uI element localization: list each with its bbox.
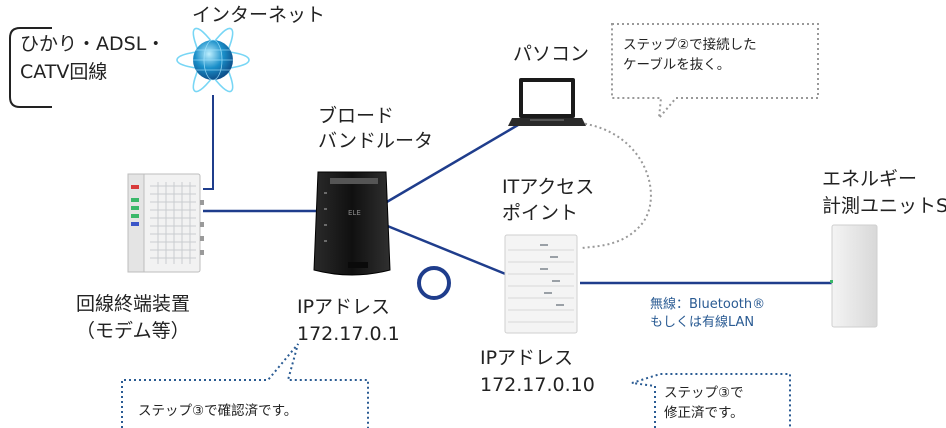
callout-pc-shape [611,23,819,122]
isp-bracket [9,27,52,108]
cables [203,123,832,285]
isp-types-label: ひかり・ADSL・ CATV回線 [20,33,166,83]
wireless-link-label: 無線：Bluetooth® もしくは有線LAN [650,297,766,330]
ring-marker [417,266,451,300]
internet-label: インターネット [192,4,326,26]
pc-label: パソコン [513,43,590,65]
ap-ip-label: IPアドレス 172.17.0.10 [480,347,595,396]
cable-router-ap [384,223,509,277]
router-ip-label: IPアドレス 172.17.0.1 [297,296,400,345]
energy-unit-label: エネルギー 計測ユニットS [822,168,946,217]
svg-text:ELE: ELE [348,209,361,217]
removed-cable [579,122,652,249]
callout-ap-shape [631,373,791,428]
router-label: ブロード バンドルータ [318,105,433,152]
pc-callout-text: ステップ②で接続した ケーブルを抜く。 [623,37,757,73]
cable-router-pc [384,123,519,205]
energy-unit-icon [830,224,878,328]
modem-label: 回線終端装置 （モデム等） [76,293,191,342]
laptop-icon [508,78,586,126]
cable-internet-modem [203,95,214,190]
callout-router-shape [121,343,369,428]
access-point-label: ITアクセス ポイント [502,176,595,224]
router-icon: ELE [313,171,391,276]
router-callout-text: ステップ③で確認済です。 [138,403,298,419]
ap-callout-text: ステップ③で 修正済です。 [664,385,744,421]
access-point-icon [504,234,578,334]
modem-icon [127,173,204,273]
internet-globe-icon [176,27,250,93]
